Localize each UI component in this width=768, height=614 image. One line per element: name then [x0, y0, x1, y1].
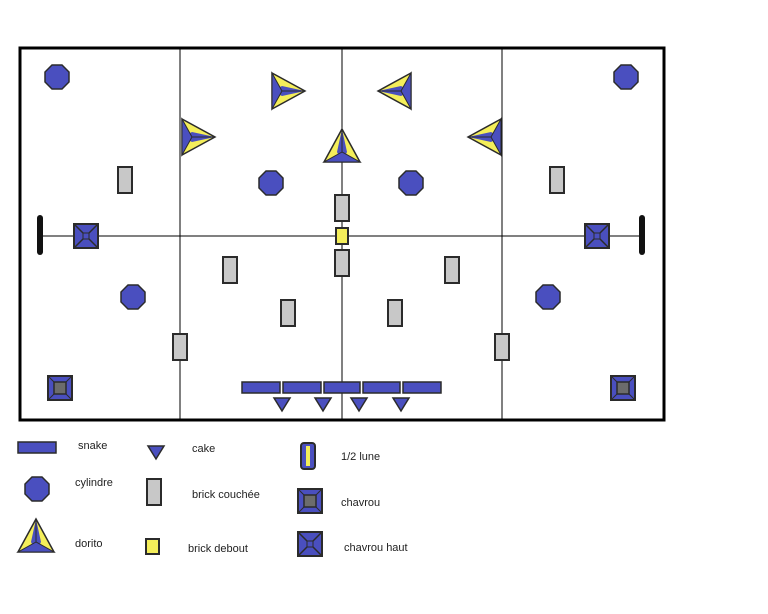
legend-brick-debout-label: brick debout — [188, 543, 248, 555]
legend-snake-label: snake — [78, 440, 107, 452]
legend-demi-lune-icon — [300, 442, 316, 470]
legend-snake-icon — [17, 441, 57, 454]
legend-chavrou-icon — [297, 488, 323, 514]
field-snake — [241, 381, 442, 394]
legend-dorito-icon — [17, 518, 55, 553]
legend-chavrou-haut-icon — [297, 531, 323, 557]
legend-chavrou-haut-label: chavrou haut — [344, 542, 408, 554]
legend: snake cylindre dorito cake brick couchée… — [17, 440, 408, 557]
legend-cylindre-icon — [24, 476, 50, 502]
legend-cylindre-label: cylindre — [75, 477, 113, 489]
legend-brick-couchee-label: brick couchée — [192, 489, 260, 501]
legend-cake-label: cake — [192, 443, 215, 455]
legend-demi-lune-label: 1/2 lune — [341, 451, 380, 463]
legend-brick-debout-icon — [145, 538, 160, 555]
legend-chavrou-label: chavrou — [341, 497, 380, 509]
legend-brick-couchee-icon — [146, 478, 162, 506]
legend-dorito-label: dorito — [75, 538, 103, 550]
field-brick-debout — [335, 227, 349, 245]
legend-cake-icon — [147, 445, 165, 460]
